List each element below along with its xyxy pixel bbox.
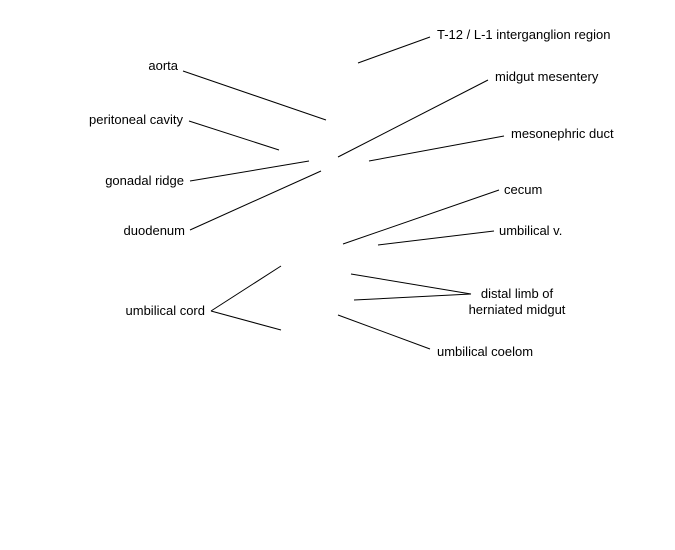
label-duodenum: duodenum [123, 223, 185, 238]
label-aorta: aorta [148, 58, 178, 73]
leader-umbilical-cord-lower [210, 310, 282, 331]
label-distal-limb-line-1: distal limb of [480, 286, 554, 301]
label-gonadal-ridge: gonadal ridge [105, 173, 184, 188]
leader-distal-limb-upper [350, 273, 472, 295]
leader-distal-limb-lower [353, 293, 472, 301]
label-umbilical-cord: umbilical cord [125, 303, 205, 318]
leader-t12-l1 [357, 36, 431, 64]
label-cecum: cecum [504, 182, 543, 197]
leader-mesonephric-duct [368, 135, 505, 162]
leader-duodenum [189, 170, 322, 231]
label-t12-l1-interganglion-region: T-12 / L-1 interganglion region [437, 27, 611, 42]
leader-cecum [342, 189, 500, 245]
leader-aorta [182, 70, 327, 121]
label-mesonephric-duct: mesonephric duct [511, 126, 614, 141]
leader-midgut-mesentery [337, 79, 489, 158]
label-distal-limb-line-2: herniated midgut [468, 302, 566, 317]
label-umbilical-coelom: umbilical coelom [437, 344, 534, 359]
label-umbilical-v: umbilical v. [499, 223, 563, 238]
leader-gonadal-ridge [189, 160, 310, 182]
label-midgut-mesentery: midgut mesentery [495, 69, 599, 84]
label-distal-limb-of-herniated-midgut: distal limb of herniated midgut [452, 286, 582, 318]
leader-umbilical-coelom [337, 314, 431, 350]
leader-umbilical-v [377, 230, 495, 246]
leader-peritoneal-cavity [188, 120, 280, 151]
label-peritoneal-cavity: peritoneal cavity [89, 112, 183, 127]
leader-umbilical-cord-upper [210, 265, 282, 312]
